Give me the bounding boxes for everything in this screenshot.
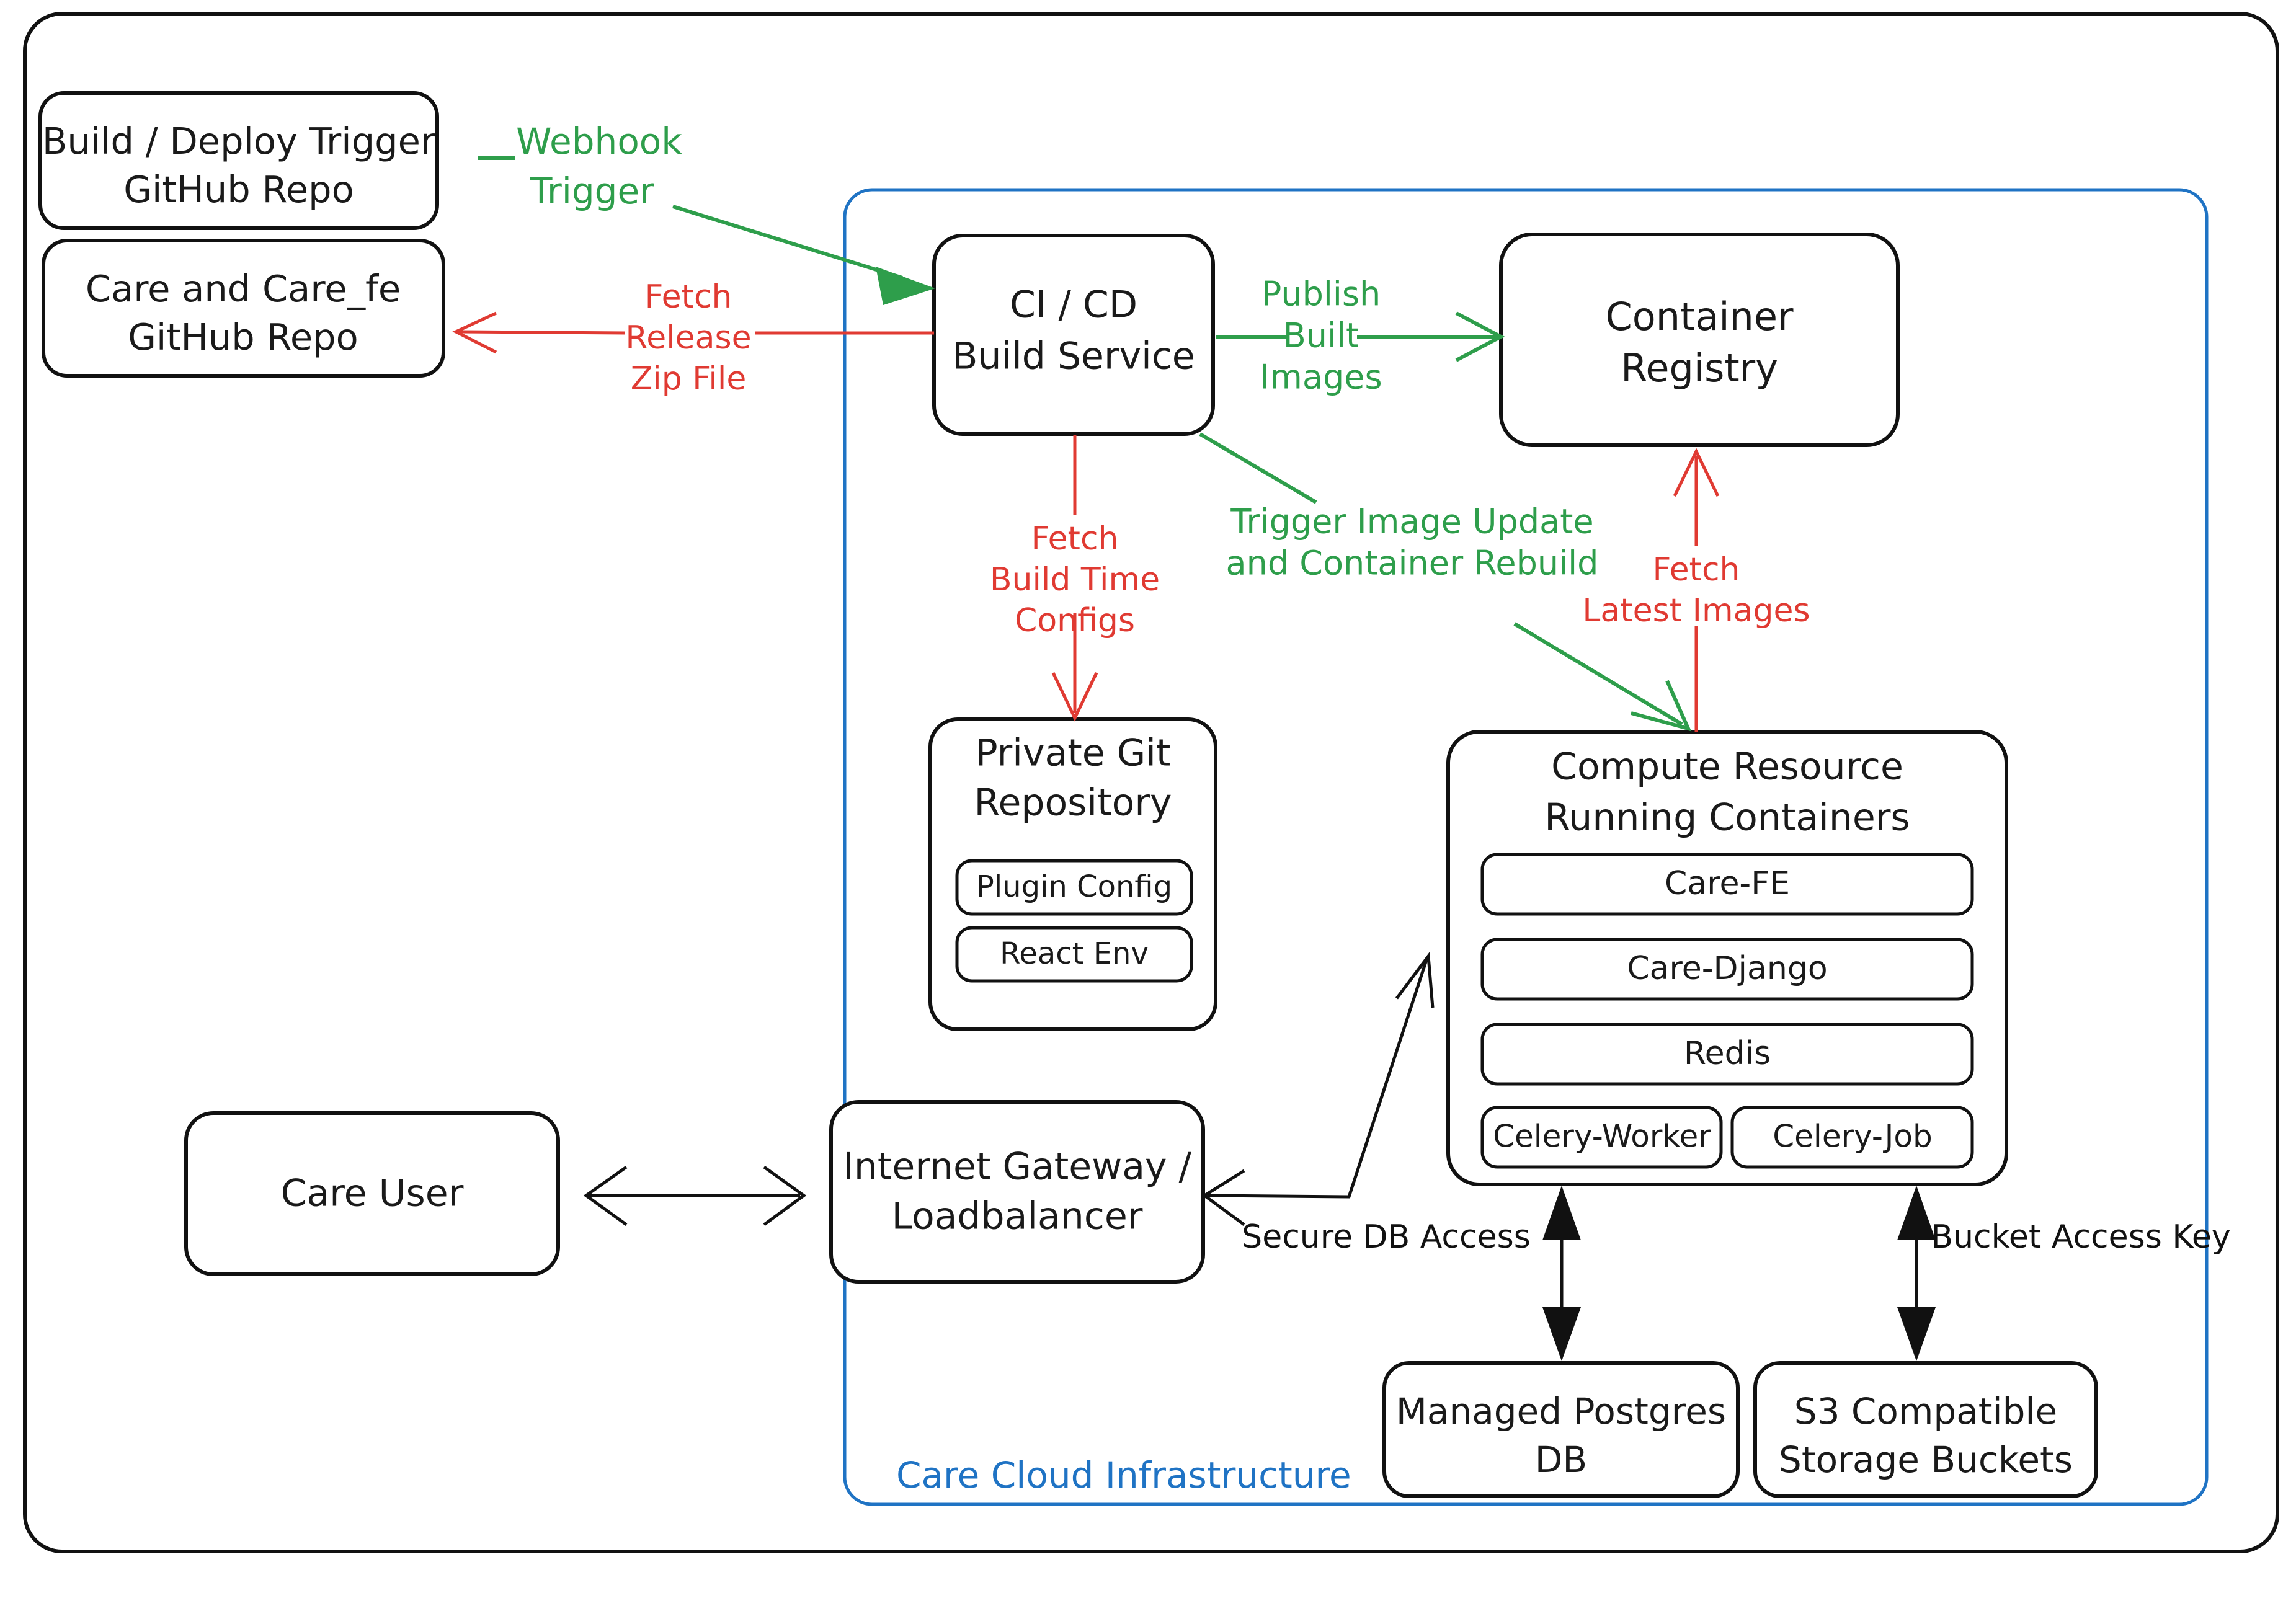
node-container-registry-line2: Registry [1621,345,1778,391]
container-redis-label: Redis [1684,1035,1771,1072]
container-celery-job[interactable] [1730,1106,1974,1169]
node-managed-postgres-db-line2: DB [1535,1439,1587,1481]
node-private-git-repository-line1: Private Git [976,732,1171,775]
node-s3-storage-buckets[interactable] [1753,1361,2098,1498]
private-git-item-react-env-label: React Env [1000,936,1149,971]
edge-fetch-release-zip-line3: Zip File [631,360,747,397]
care-cloud-infrastructure-cluster [843,188,2209,1506]
arrowhead-icon [1897,1307,1936,1361]
edge-bucket-access-key-label: Bucket Access Key [1931,1218,2230,1256]
node-care-user-label: Care User [281,1172,464,1215]
edge-fetch-release-zip-line2: Release [625,319,751,357]
arrowhead-icon [1395,952,1435,1008]
node-internet-gateway[interactable] [829,1100,1205,1284]
edge-webhook-trigger [478,156,935,305]
node-internet-gateway-line2: Loadbalancer [892,1195,1143,1238]
edge-publish-built-images [1216,311,1505,362]
edge-webhook-trigger-line2: Trigger [530,170,654,212]
node-compute-resource-line2: Running Containers [1544,796,1910,840]
container-care-fe-label: Care-FE [1665,865,1790,902]
edge-care-user-gateway [583,1165,807,1227]
edge-publish-built-images-line2: Built [1283,316,1359,355]
container-care-fe[interactable] [1480,853,1974,916]
edge-fetch-release-zip-line1: Fetch [645,278,732,316]
container-celery-worker[interactable] [1480,1106,1723,1169]
node-internet-gateway-line1: Internet Gateway / [843,1145,1191,1189]
edge-fetch-latest-images-line1: Fetch [1653,551,1740,588]
node-s3-storage-buckets-line2: Storage Buckets [1779,1439,2073,1481]
node-managed-postgres-db-line1: Managed Postgres [1396,1390,1726,1432]
edge-trigger-image-update-line1: Trigger Image Update [1230,502,1593,541]
container-celery-job-label: Celery-Job [1773,1119,1933,1155]
care-cloud-infrastructure-label: Care Cloud Infrastructure [896,1454,1351,1496]
arrowhead-icon [1542,1186,1581,1240]
arrowhead-icon [1542,1307,1581,1361]
arrowhead-icon [1897,1186,1936,1240]
edge-publish-built-images-line1: Publish [1261,275,1381,314]
arrowhead-icon [1455,311,1505,362]
edge-secure-db-access-label: Secure DB Access [1242,1218,1531,1256]
container-celery-worker-label: Celery-Worker [1493,1119,1711,1155]
arrowhead-icon [1201,1169,1245,1227]
node-private-git-repository-line2: Repository [974,781,1172,825]
edge-fetch-build-time-configs-line2: Build Time [990,561,1160,598]
node-care-github-repo-line1: Care and Care_fe [86,267,401,310]
node-compute-resource-line1: Compute Resource [1551,745,1903,789]
node-container-registry[interactable] [1499,233,1900,447]
node-s3-storage-buckets-line1: S3 Compatible [1794,1390,2057,1432]
arrowhead-icon [452,311,497,354]
node-container-registry-line1: Container [1606,294,1794,339]
node-cicd-build-service-line1: CI / CD [1010,283,1137,327]
node-cicd-build-service-line2: Build Service [952,335,1195,378]
edge-fetch-build-time-configs [1051,435,1098,722]
node-care-github-repo[interactable] [42,239,445,378]
edge-trigger-image-update [1199,432,1692,732]
arrowhead-icon [1631,680,1692,732]
edge-secure-db-access [1542,1186,1581,1361]
edge-trigger-image-update-line2: and Container Rebuild [1226,544,1599,583]
private-git-item-plugin-config[interactable] [955,859,1193,916]
node-build-deploy-trigger-line1: Build / Deploy Trigger [42,120,436,162]
arrowhead-icon [1051,672,1098,722]
node-build-deploy-trigger-line2: GitHub Repo [123,168,354,211]
node-managed-postgres-db[interactable] [1382,1361,1740,1498]
private-git-item-plugin-config-label: Plugin Config [976,869,1172,904]
edge-fetch-build-time-configs-line3: Configs [1015,602,1135,639]
edge-bucket-access-key [1897,1186,1936,1361]
edge-fetch-latest-images-line2: Latest Images [1582,592,1810,629]
edge-webhook-trigger-line1: Webhook [516,120,682,162]
node-care-user[interactable] [184,1111,560,1276]
container-care-django-label: Care-Django [1627,950,1827,987]
edge-fetch-latest-images [1673,448,1720,732]
container-redis[interactable] [1480,1023,1974,1086]
container-care-django[interactable] [1480,938,1974,1001]
private-git-item-react-env[interactable] [955,926,1193,983]
arrowhead-icon [1673,448,1720,497]
edge-publish-built-images-line3: Images [1260,358,1382,397]
node-care-github-repo-line2: GitHub Repo [128,316,358,358]
arrowhead-icon [763,1165,807,1227]
arrowhead-icon [583,1165,628,1227]
node-cicd-build-service[interactable] [932,234,1215,436]
arrowhead-icon [876,267,935,305]
edge-gateway-compute [1201,952,1435,1227]
edge-fetch-build-time-configs-line1: Fetch [1031,520,1119,557]
edge-fetch-release-zip [452,311,934,354]
node-build-deploy-trigger[interactable] [38,91,439,230]
